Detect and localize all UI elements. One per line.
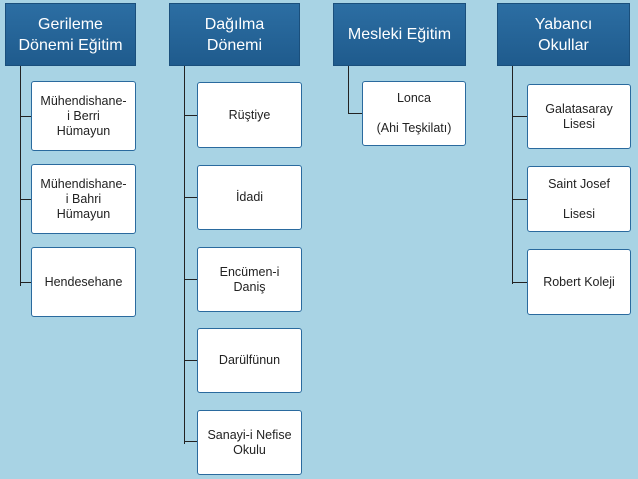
connector-branch-yabanci-2 — [512, 199, 527, 200]
node-galatasaray-lisesi: Galatasaray Lisesi — [527, 84, 631, 149]
connector-branch-dagilma-3 — [184, 279, 197, 280]
connector-trunk-mesleki — [348, 66, 349, 113]
node-hendesehane: Hendesehane — [31, 247, 136, 317]
node-muhendishane-i-berri-humayun: Mühendishane- i Berri Hümayun — [31, 81, 136, 151]
connector-trunk-dagilma — [184, 66, 185, 444]
connector-branch-gerileme-1 — [20, 116, 31, 117]
connector-branch-dagilma-2 — [184, 197, 197, 198]
node-muhendishane-i-bahri-humayun: Mühendishane- i Bahri Hümayun — [31, 164, 136, 234]
connector-branch-yabanci-1 — [512, 116, 527, 117]
connector-branch-dagilma-1 — [184, 115, 197, 116]
node-darulfunun: Darülfünun — [197, 328, 302, 393]
connector-branch-mesleki-1 — [348, 113, 362, 114]
node-encumen-i-danis: Encümen-i Daniş — [197, 247, 302, 312]
connector-branch-gerileme-3 — [20, 282, 31, 283]
header-gerileme-donemi-egitim: Gerileme Dönemi Eğitim — [5, 3, 136, 66]
node-rustiye: Rüştiye — [197, 82, 302, 148]
header-dagilma-donemi: Dağılma Dönemi — [169, 3, 300, 66]
header-mesleki-egitim: Mesleki Eğitim — [333, 3, 466, 66]
node-sanayi-i-nefise-okulu: Sanayi-i Nefise Okulu — [197, 410, 302, 475]
node-lonca-ahi-teskilati: Lonca (Ahi Teşkilatı) — [362, 81, 466, 146]
header-yabanci-okullar: Yabancı Okullar — [497, 3, 630, 66]
connector-trunk-yabanci — [512, 66, 513, 284]
connector-branch-yabanci-3 — [512, 282, 527, 283]
connector-branch-dagilma-4 — [184, 360, 197, 361]
connector-branch-gerileme-2 — [20, 199, 31, 200]
node-saint-josef-lisesi: Saint Josef Lisesi — [527, 166, 631, 232]
node-idadi: İdadi — [197, 165, 302, 230]
connector-branch-dagilma-5 — [184, 441, 197, 442]
node-robert-koleji: Robert Koleji — [527, 249, 631, 315]
connector-trunk-gerileme — [20, 66, 21, 286]
